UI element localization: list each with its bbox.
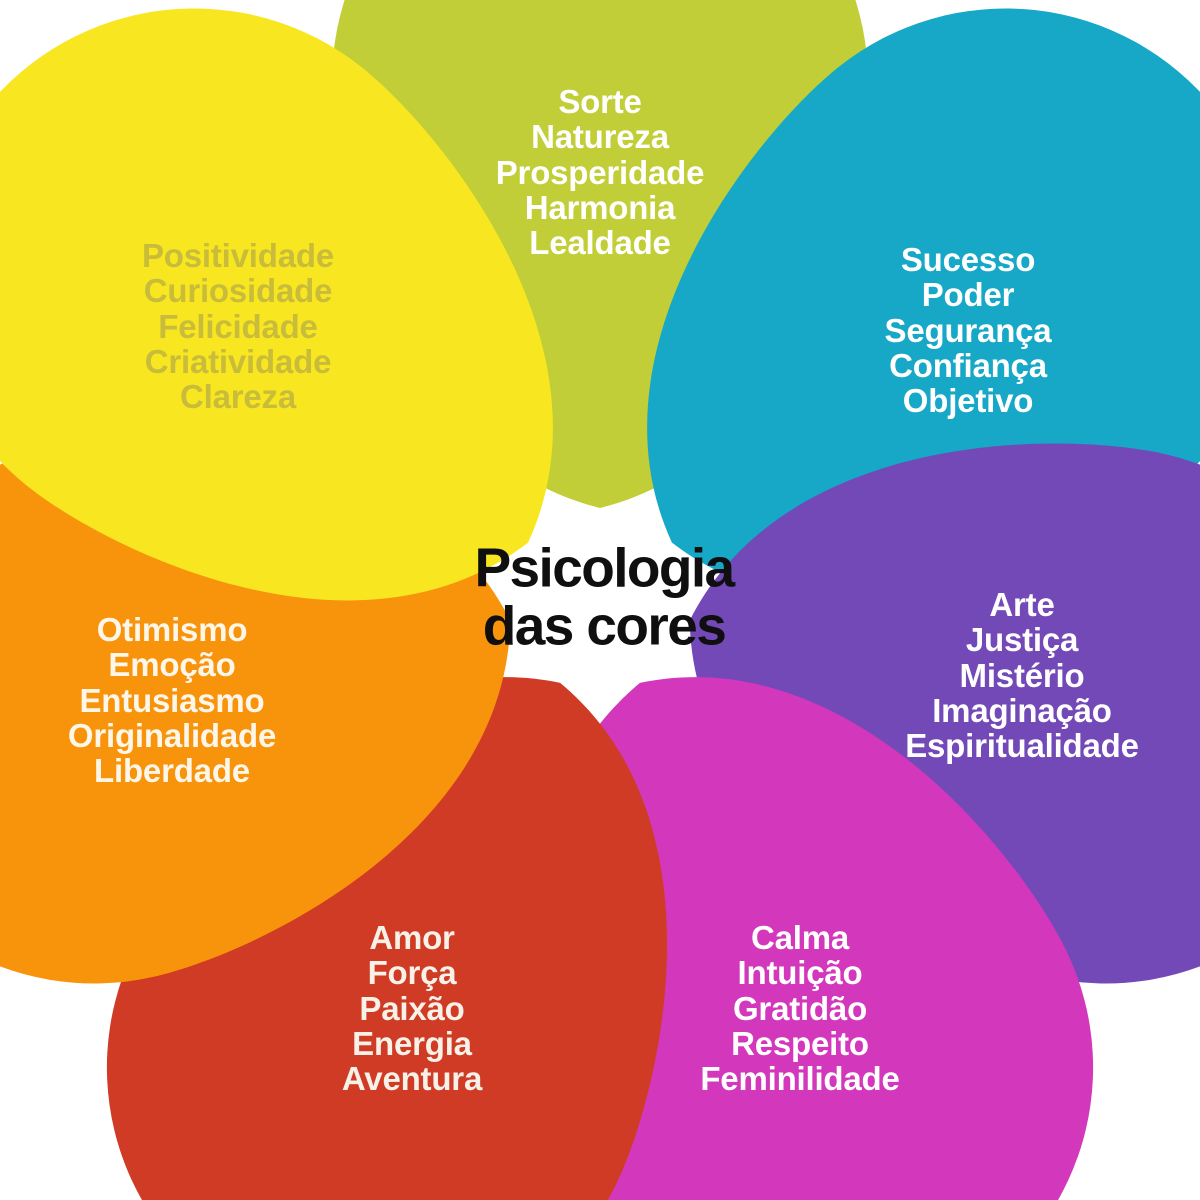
- petal-yellow[interactable]: [0, 0, 695, 752]
- petal-magenta[interactable]: [398, 567, 1182, 1200]
- page-title: Psicologia das cores: [474, 536, 735, 657]
- title-line-2: das cores: [482, 595, 727, 657]
- title-line-1: Psicologia: [474, 536, 735, 599]
